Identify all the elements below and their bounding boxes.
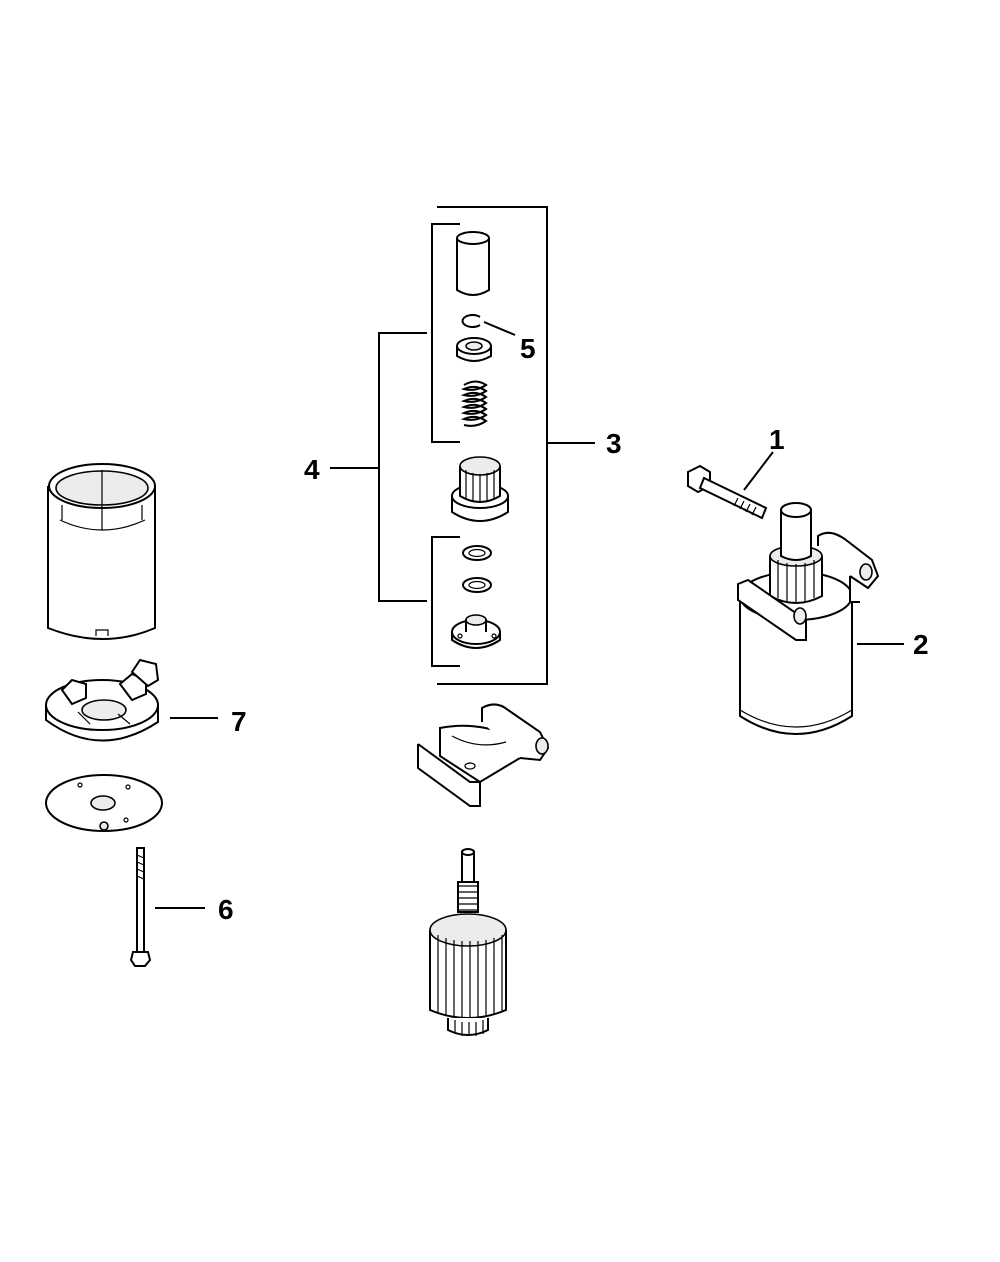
starter-motor[interactable] xyxy=(737,502,880,735)
callout-6: 6 xyxy=(218,894,234,925)
leader-5 xyxy=(483,321,516,336)
drive-kit-bracket xyxy=(437,206,548,685)
through-bolt[interactable] xyxy=(129,847,152,967)
callout-2: 2 xyxy=(913,629,929,660)
drive-upper-bracket xyxy=(431,223,460,443)
callout-7: 7 xyxy=(231,706,247,737)
washer-lower[interactable] xyxy=(462,577,492,593)
leader-1 xyxy=(743,451,774,491)
pinion-gear[interactable] xyxy=(451,456,509,522)
washer-upper[interactable] xyxy=(462,545,492,561)
stop-nut[interactable] xyxy=(451,614,501,649)
brush-holder[interactable] xyxy=(45,658,160,742)
callout-5: 5 xyxy=(520,333,536,364)
frame-housing[interactable] xyxy=(47,463,156,640)
drive-spring[interactable] xyxy=(460,380,488,427)
flange-bolt[interactable] xyxy=(687,464,768,520)
callout-1: 1 xyxy=(769,424,785,455)
armature[interactable] xyxy=(429,848,507,1036)
drive-sleeve[interactable] xyxy=(456,231,490,296)
callout-4: 4 xyxy=(304,454,320,485)
retaining-ring[interactable] xyxy=(461,314,481,328)
end-plate[interactable] xyxy=(45,774,163,832)
drive-subkit-bracket xyxy=(378,332,427,602)
drive-end-cap[interactable] xyxy=(417,703,550,807)
drive-bushing[interactable] xyxy=(456,337,492,362)
callout-3: 3 xyxy=(606,428,622,459)
drive-lower-bracket xyxy=(431,536,460,667)
